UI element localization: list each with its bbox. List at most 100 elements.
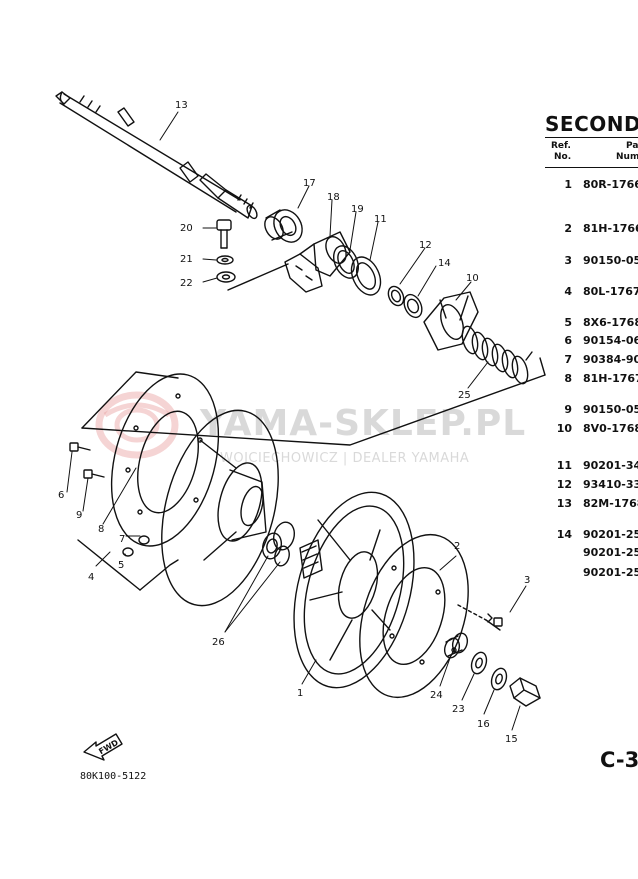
callout-9: 9	[76, 510, 82, 521]
table-row-part-number: 90201-34	[583, 459, 638, 472]
col-head-part-line1: Pa	[626, 141, 638, 151]
table-row-part-number: 90201-25	[583, 546, 638, 559]
table-row-ref: 9	[564, 403, 572, 416]
section-title: SECONDA	[545, 112, 638, 136]
watermark-logo-icon	[95, 391, 179, 459]
part-18-bracket	[284, 231, 351, 293]
table-row-ref: 13	[556, 497, 572, 510]
table-row-ref: 2	[564, 222, 572, 235]
col-head-ref-line2: No.	[554, 152, 572, 162]
callout-3: 3	[524, 575, 530, 586]
table-row-part-number: 80R-1766	[583, 178, 638, 191]
callout-20: 20	[180, 223, 193, 234]
part-13-shaft	[55, 91, 258, 220]
page-number: C-3	[600, 748, 638, 772]
table-row-part-number: 90150-05	[583, 403, 638, 416]
table-row-part-number: 81H-1766	[583, 222, 638, 235]
table-row-ref: 6	[564, 334, 572, 347]
part-26-bearing-lower	[274, 545, 290, 567]
watermark-sub-text: WOJCIECHOWICZ | DEALER YAMAHA	[220, 451, 470, 466]
table-row-part-number: 90384-90	[583, 353, 638, 366]
part-2-sheave-disc	[359, 533, 469, 699]
part-4-fixed-sheave	[110, 373, 220, 547]
table-row-part-number: 90201-25	[583, 566, 638, 579]
callout-24: 24	[430, 690, 443, 701]
table-row-ref: 11	[556, 459, 572, 472]
callout-13: 13	[175, 100, 188, 111]
callout-21: 21	[180, 254, 193, 265]
callout-7: 7	[119, 534, 125, 545]
part-10-cam	[423, 291, 479, 351]
table-row-part-number: 8X6-1768	[583, 316, 638, 329]
table-row-part-number: 82M-1768	[583, 497, 638, 510]
callout-22: 22	[180, 278, 193, 289]
part-17-bearing	[264, 209, 303, 243]
callout-5: 5	[118, 560, 124, 571]
table-row-ref: 3	[564, 254, 572, 267]
callout-18: 18	[327, 192, 340, 203]
table-row-part-number: 90201-25	[583, 528, 638, 541]
part-26-bearing	[261, 521, 296, 560]
table-row-ref: 7	[564, 353, 572, 366]
part-22-washer	[216, 271, 236, 283]
watermark-main-text: YAMA-SKLEP.PL	[200, 403, 527, 444]
callout-17: 17	[303, 178, 316, 189]
part-9-bolt	[83, 469, 105, 479]
fwd-arrow-icon: FWD	[83, 733, 123, 761]
callout-23: 23	[452, 704, 465, 715]
col-head-ref-line1: Ref.	[551, 141, 571, 151]
part-14-washer	[403, 293, 423, 319]
part-3-screw	[457, 604, 503, 631]
part-25-spring	[461, 325, 533, 385]
part-16-washer	[490, 667, 508, 691]
callout-14: 14	[438, 258, 451, 269]
callout-26: 26	[212, 637, 225, 648]
callout-2: 2	[454, 541, 460, 552]
table-row-ref: 8	[564, 372, 572, 385]
callout-6: 6	[58, 490, 64, 501]
callout-19: 19	[351, 204, 364, 215]
callout-8: 8	[98, 524, 104, 535]
part-12-circlip	[387, 285, 405, 307]
table-row-part-number: 81H-1767	[583, 372, 638, 385]
part-23-washer	[470, 651, 488, 675]
table-row-part-number: 80L-1767	[583, 285, 638, 298]
part-21-washer	[216, 255, 234, 265]
table-row-ref: 14	[556, 528, 572, 541]
part-5-pin	[122, 547, 134, 557]
part-20-bolt	[216, 219, 232, 249]
table-row-part-number: 90154-06	[583, 334, 638, 347]
table-row-ref: 5	[564, 316, 572, 329]
part-8-sliding-sheave	[161, 409, 279, 607]
table-header-rule	[545, 167, 638, 168]
table-row-ref: 12	[556, 478, 572, 491]
callout-10: 10	[466, 273, 479, 284]
table-row-ref: 1	[564, 178, 572, 191]
table-top-rule	[545, 137, 638, 138]
part-6-bolt	[69, 442, 91, 452]
callout-25: 25	[458, 390, 471, 401]
col-head-part: Pa Num	[612, 141, 638, 163]
col-head-part-line2: Num	[616, 152, 638, 162]
callout-4: 4	[88, 572, 94, 583]
col-head-ref: Ref. No.	[551, 141, 571, 163]
table-row-part-number: 93410-33	[583, 478, 638, 491]
table-row-part-number: 90150-05	[583, 254, 638, 267]
part-1-secondary-sheave-hub	[293, 491, 415, 689]
part-15-nut-bolt	[509, 677, 541, 707]
callout-11: 11	[374, 214, 387, 225]
part-7-pin	[138, 535, 150, 545]
callout-12: 12	[419, 240, 432, 251]
table-row-ref: 10	[556, 422, 572, 435]
table-row-ref: 4	[564, 285, 572, 298]
callout-16: 16	[477, 719, 490, 730]
table-row-part-number: 8V0-1768	[583, 422, 638, 435]
leader-lines	[66, 111, 527, 731]
figure-code: 80K100-5122	[80, 771, 147, 782]
watermark: YAMA-SKLEP.PL WOJCIECHOWICZ | DEALER YAM…	[85, 385, 560, 475]
part-11-washer	[350, 256, 382, 296]
callout-15: 15	[505, 734, 518, 745]
part-24-collar	[443, 632, 469, 659]
callout-1: 1	[297, 688, 303, 699]
